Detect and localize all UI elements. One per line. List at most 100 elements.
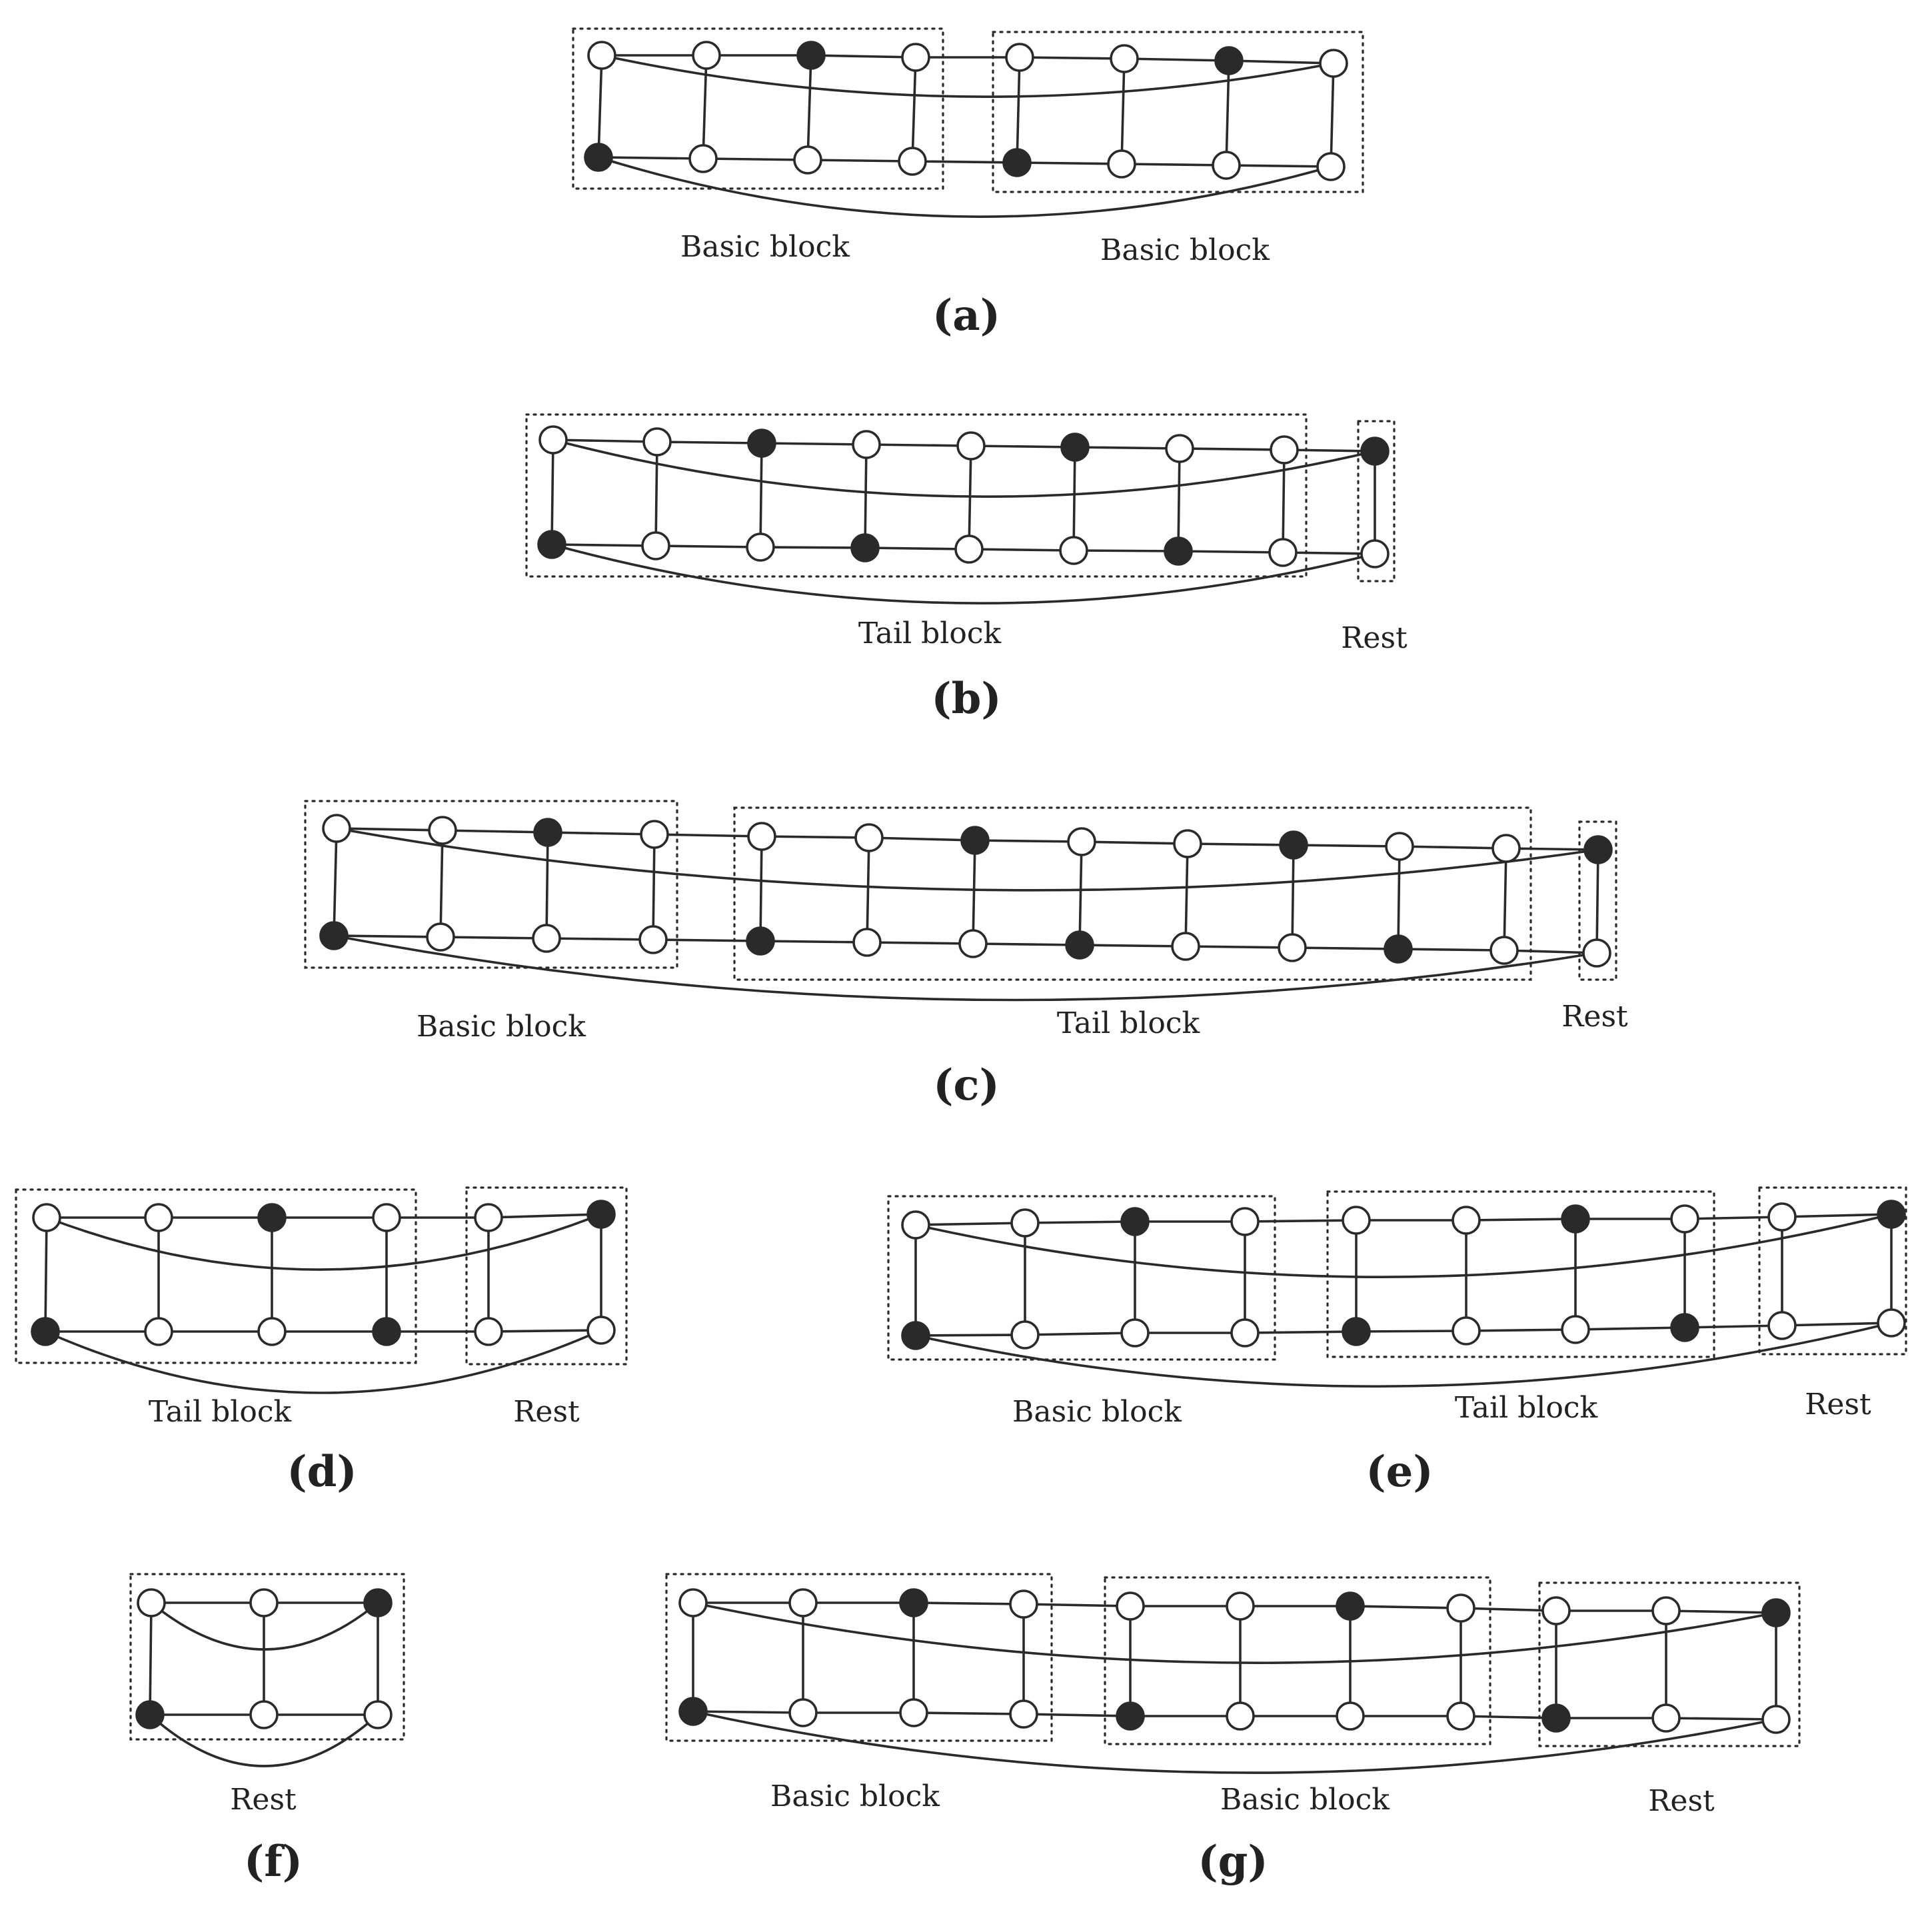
- panel-caption: (f): [244, 1837, 303, 1887]
- rung-edge: [652, 833, 656, 941]
- tail-block-box: [733, 806, 1532, 981]
- empty-vertex: [474, 1317, 503, 1346]
- empty-vertex: [1651, 1596, 1681, 1625]
- empty-vertex: [788, 1588, 818, 1617]
- empty-vertex: [1316, 152, 1346, 181]
- rest-block-label: Rest: [1561, 1000, 1628, 1034]
- empty-vertex: [1165, 434, 1194, 463]
- rung-edge: [911, 56, 917, 163]
- empty-vertex: [852, 928, 882, 957]
- empty-vertex: [1171, 932, 1200, 961]
- rest-block-box: [1357, 420, 1396, 582]
- rung-edge: [864, 443, 868, 549]
- top-wrap-edge: [45, 1213, 602, 1271]
- filled-vertex: [899, 1588, 928, 1617]
- filled-vertex: [1670, 1313, 1699, 1342]
- rung-edge: [1016, 56, 1021, 164]
- filled-vertex: [372, 1317, 401, 1346]
- empty-vertex: [144, 1203, 173, 1232]
- empty-vertex: [257, 1317, 287, 1346]
- filled-vertex: [257, 1203, 287, 1232]
- empty-vertex: [1319, 49, 1348, 78]
- filled-vertex: [1384, 934, 1413, 964]
- empty-vertex: [1230, 1318, 1260, 1348]
- rest-block-box: [129, 1573, 405, 1741]
- empty-vertex: [1582, 938, 1611, 968]
- empty-vertex: [144, 1317, 173, 1346]
- filled-vertex: [363, 1588, 393, 1617]
- empty-vertex: [1010, 1208, 1040, 1238]
- rung-edge: [1330, 62, 1335, 168]
- rung-edge: [333, 827, 338, 937]
- basic-block-box: [992, 31, 1364, 193]
- filled-vertex: [1342, 1317, 1371, 1346]
- empty-vertex: [1226, 1591, 1255, 1621]
- empty-vertex: [1767, 1311, 1797, 1340]
- rest-block-box: [465, 1186, 628, 1366]
- empty-vertex: [1009, 1589, 1038, 1619]
- rung-edge: [866, 836, 870, 944]
- empty-vertex: [249, 1588, 279, 1617]
- empty-vertex: [788, 1698, 818, 1727]
- basic-block-box: [665, 1573, 1053, 1742]
- tail-block-box: [525, 413, 1308, 578]
- tail-block-label: Tail block: [1455, 1391, 1598, 1425]
- empty-vertex: [1451, 1316, 1481, 1346]
- empty-vertex: [901, 43, 930, 72]
- empty-vertex: [1173, 829, 1202, 858]
- empty-vertex: [1651, 1703, 1681, 1733]
- empty-vertex: [854, 823, 884, 852]
- rest-block-label: Rest: [230, 1783, 297, 1817]
- tail-block-label: Tail block: [858, 616, 1002, 650]
- bottom-rail-edge: [44, 1329, 602, 1333]
- tail-block-label: Tail block: [149, 1395, 292, 1429]
- filled-vertex: [747, 429, 776, 458]
- rest-block-label: Rest: [1341, 621, 1408, 655]
- empty-vertex: [642, 427, 672, 457]
- basic-block-box: [304, 800, 678, 969]
- filled-vertex: [1279, 830, 1308, 860]
- filled-vertex: [1761, 1598, 1791, 1627]
- filled-vertex: [796, 41, 826, 70]
- rung-edge: [44, 1216, 48, 1333]
- rung-edge: [654, 441, 658, 547]
- basic-block-box: [572, 27, 944, 190]
- empty-vertex: [1110, 44, 1139, 73]
- rung-edge: [1177, 447, 1181, 552]
- empty-vertex: [1005, 43, 1034, 72]
- filled-vertex: [135, 1700, 165, 1729]
- top-rail-edge: [600, 54, 1335, 65]
- filled-vertex: [1583, 835, 1613, 864]
- bottom-wrap-edge: [597, 156, 1332, 218]
- empty-vertex: [640, 820, 669, 849]
- empty-vertex: [898, 147, 927, 176]
- rung-edge: [972, 839, 976, 945]
- rung-edge: [597, 54, 603, 159]
- empty-vertex: [901, 1210, 930, 1240]
- filled-vertex: [1060, 433, 1090, 462]
- rung-edge: [759, 442, 763, 548]
- filled-vertex: [1065, 930, 1094, 960]
- filled-vertex: [319, 921, 349, 950]
- empty-vertex: [954, 534, 984, 564]
- filled-vertex: [901, 1321, 930, 1350]
- basic-block-box: [887, 1195, 1276, 1361]
- empty-vertex: [1561, 1315, 1590, 1344]
- empty-vertex: [1491, 834, 1521, 863]
- panel-caption: (a): [932, 291, 1000, 341]
- filled-vertex: [1116, 1701, 1145, 1731]
- basic-block-label: Basic block: [417, 1010, 586, 1044]
- top-wrap-edge: [914, 1213, 1893, 1278]
- rung-edge: [1503, 847, 1507, 952]
- empty-vertex: [32, 1203, 61, 1232]
- empty-vertex: [1107, 149, 1136, 179]
- filled-vertex: [746, 926, 775, 956]
- rung-edge: [1595, 848, 1599, 954]
- tail-block-box: [1326, 1190, 1715, 1358]
- bottom-wrap-edge: [692, 1710, 1777, 1774]
- empty-vertex: [1268, 538, 1298, 567]
- filled-vertex: [584, 143, 613, 172]
